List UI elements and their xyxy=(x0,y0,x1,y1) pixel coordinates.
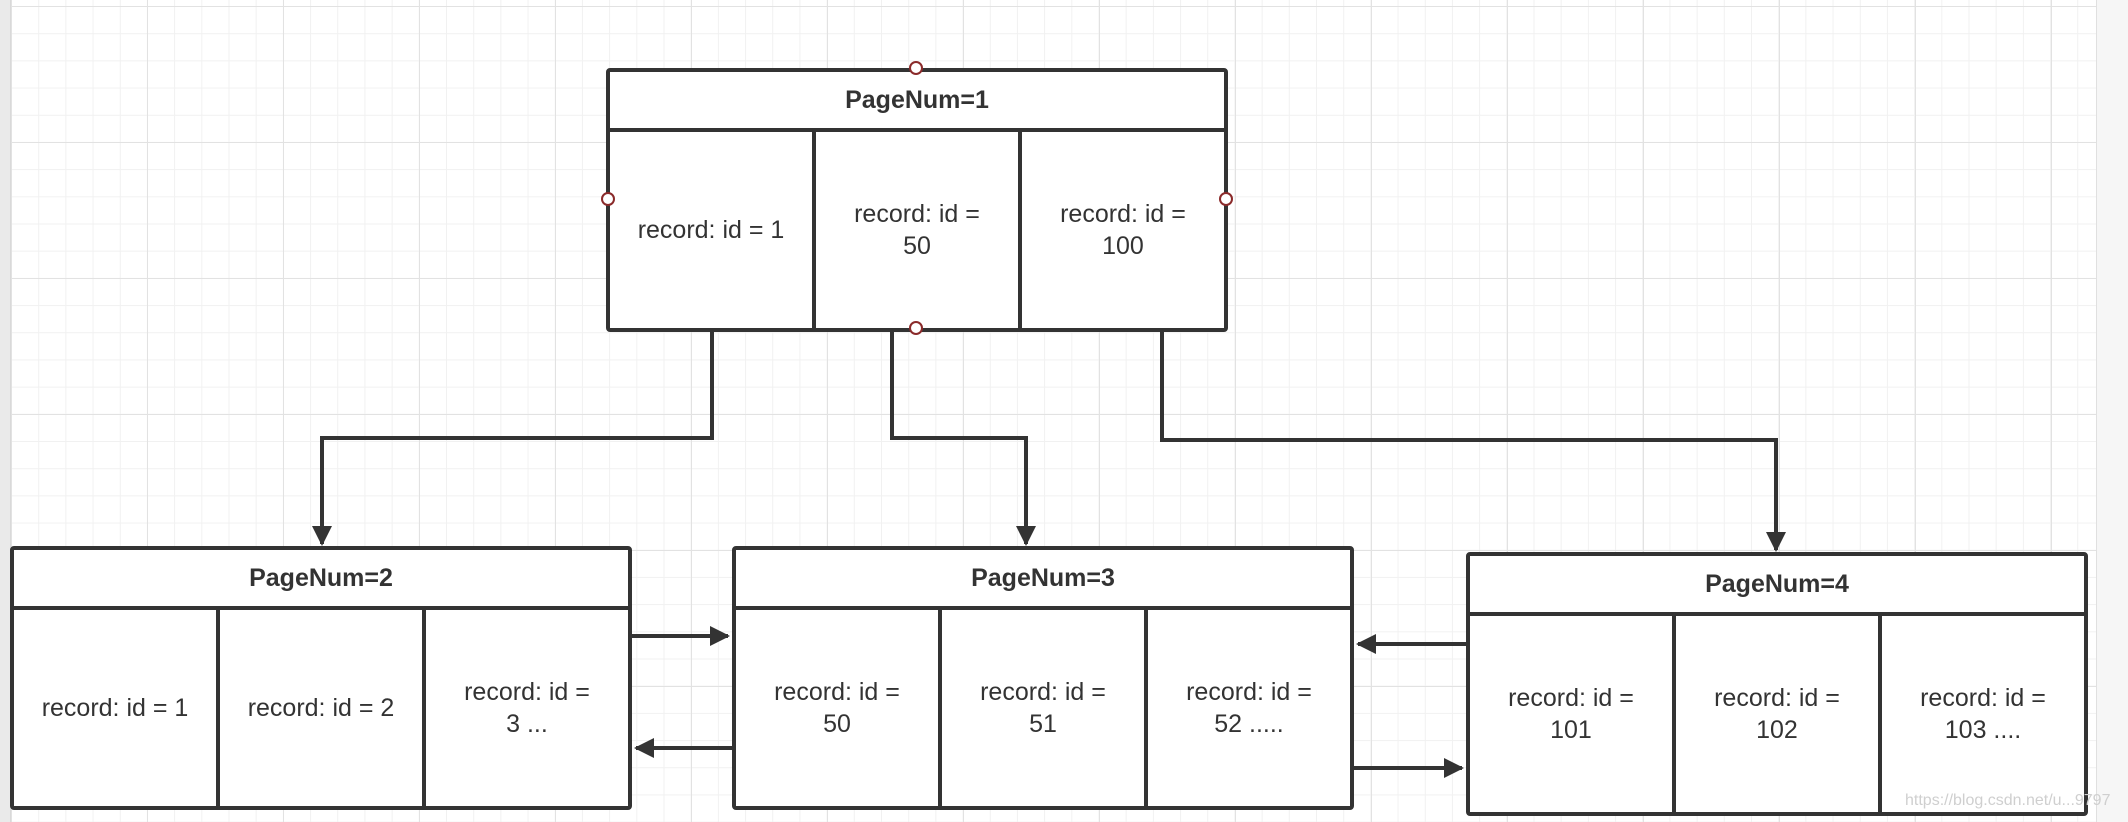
record-row: record: id = 1 record: id = 2 record: id… xyxy=(14,610,628,806)
record-cell[interactable]: record: id = 52 ..... xyxy=(1186,678,1312,738)
canvas-left-edge xyxy=(0,0,11,822)
selection-handle-bottom[interactable] xyxy=(909,321,923,335)
record-row: record: id = 50 record: id = 51 record: … xyxy=(736,610,1350,806)
record-cell[interactable]: record: id = 51 xyxy=(942,610,1148,806)
page-title: PageNum=3 xyxy=(736,550,1350,610)
page-title: PageNum=4 xyxy=(1470,556,2084,616)
record-cell[interactable]: record: id = 2 xyxy=(220,610,426,806)
record-cell[interactable]: record: id = 3 ... xyxy=(464,678,590,738)
edge-root-to-page3[interactable] xyxy=(890,332,1036,546)
record-cell[interactable]: record: id = 1 xyxy=(14,610,220,806)
page-node-4[interactable]: PageNum=4 record: id = 101 record: id = … xyxy=(1466,552,2088,816)
selection-handle-top[interactable] xyxy=(909,61,923,75)
record-row: record: id = 101 record: id = 102 record… xyxy=(1470,616,2084,812)
page-node-2[interactable]: PageNum=2 record: id = 1 record: id = 2 … xyxy=(10,546,632,810)
edge-root-to-page4[interactable] xyxy=(1160,332,1786,552)
page-node-3[interactable]: PageNum=3 record: id = 50 record: id = 5… xyxy=(732,546,1354,810)
canvas-right-edge xyxy=(2096,0,2128,822)
record-cell[interactable]: record: id = 50 xyxy=(816,132,1022,328)
edge-root-to-page2[interactable] xyxy=(312,332,714,546)
record-cell[interactable]: record: id = 50 xyxy=(736,610,942,806)
page-title: PageNum=1 xyxy=(610,72,1224,132)
record-cell[interactable]: record: id = 100 xyxy=(1060,200,1186,260)
record-cell[interactable]: record: id = 103 .... xyxy=(1920,684,2046,744)
page-node-root[interactable]: PageNum=1 record: id = 1 record: id = 50… xyxy=(606,68,1228,332)
record-cell[interactable]: record: id = 101 xyxy=(1470,616,1676,812)
record-row: record: id = 1 record: id = 50 record: i… xyxy=(610,132,1224,328)
record-cell[interactable]: record: id = 102 xyxy=(1676,616,1882,812)
watermark-text: https://blog.csdn.net/u...9797 xyxy=(1905,792,2111,809)
selection-handle-left[interactable] xyxy=(601,192,615,206)
record-cell[interactable]: record: id = 1 xyxy=(610,132,816,328)
page-title: PageNum=2 xyxy=(14,550,628,610)
selection-handle-right[interactable] xyxy=(1219,192,1233,206)
